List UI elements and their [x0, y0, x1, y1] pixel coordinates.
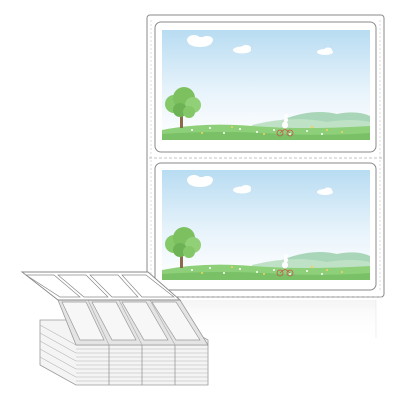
stack-top-sheet	[20, 271, 201, 341]
label-sheet	[146, 14, 385, 298]
label-bottom	[154, 162, 377, 291]
label-top	[154, 21, 377, 153]
fanfold-stack	[20, 271, 209, 386]
